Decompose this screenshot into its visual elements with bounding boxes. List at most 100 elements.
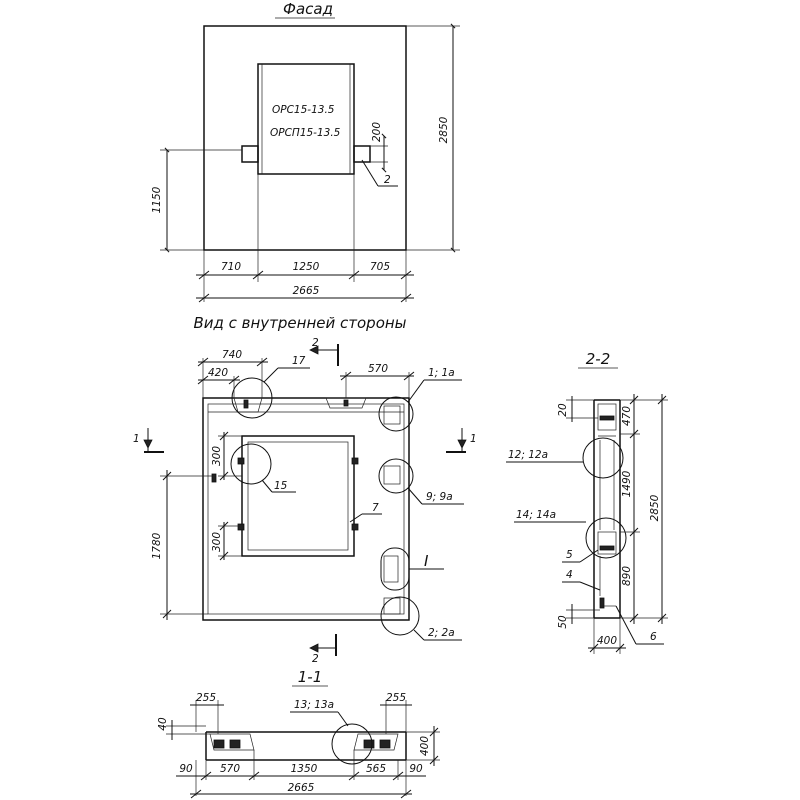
section22-tick-1 [629, 395, 639, 405]
callout-9: 9; 9а [426, 491, 453, 503]
section11-dim-text-1350: 1350 [291, 763, 318, 775]
section-2-2: 2-2 12; 12а 14; 14а 5 4 6 [506, 350, 668, 654]
callout-15: 15 [274, 480, 288, 492]
section-1-left-label: 1 [133, 433, 140, 445]
inside-tick-7 [219, 431, 229, 441]
inside-tick-4 [228, 375, 240, 385]
section11-dim-text-90-right: 90 [409, 763, 423, 775]
facade-tick-c [348, 270, 360, 280]
inside-window-inner [247, 441, 349, 551]
leader-1 [407, 379, 425, 403]
section22-bottom-anchor [599, 597, 605, 609]
inside-window [241, 435, 355, 557]
section22-tick-6 [657, 613, 667, 623]
inside-circle-15 [230, 443, 272, 485]
section-1-left-head [143, 439, 153, 449]
inside-anchor-top-1 [243, 399, 249, 409]
facade-tick-b [252, 270, 264, 280]
section11-title: 1-1 [298, 668, 323, 686]
inside-title: Вид с внутренней стороны [193, 314, 406, 332]
section-1-right-head [457, 439, 467, 449]
section22-dim-text-50: 50 [557, 615, 569, 629]
inside-dim-text-1780: 1780 [151, 532, 163, 559]
facade-tick-f [400, 293, 412, 303]
section11-right-rib [353, 733, 399, 751]
section22-circle-14 [585, 517, 627, 559]
inside-circle-17 [231, 377, 273, 419]
leader-15 [261, 479, 273, 493]
section22-dim-1490: 1490 [621, 470, 633, 497]
inside-oval-I [380, 547, 410, 591]
section22-callout-5: 5 [566, 549, 573, 561]
section11-tick-b4 [392, 771, 404, 781]
section11-left-anchor-2 [229, 739, 241, 749]
section-1-right-label: 1 [470, 433, 477, 445]
section22-tick-4 [629, 613, 639, 623]
leader-9 [407, 487, 423, 505]
callout-17: 17 [292, 355, 306, 367]
callout-1: 1; 1а [428, 367, 455, 379]
section22-tick-3 [629, 527, 639, 537]
section22-dim-2850: 2850 [649, 494, 661, 521]
inside-tick-5 [340, 371, 352, 381]
section11-tick-b2 [248, 771, 260, 781]
section11-tick-h1 [429, 727, 439, 737]
facade-callout-2: 2 [384, 174, 391, 186]
section11-right-anchor-1 [363, 739, 375, 749]
section-2-bottom-head [309, 643, 319, 653]
inside-top-rib-left [233, 397, 263, 413]
facade-tick-a [198, 270, 210, 280]
section22-top-rib [597, 403, 617, 431]
section22-tick-7 [589, 643, 599, 653]
inside-tick-8 [219, 471, 229, 481]
inside-tick-6 [403, 371, 415, 381]
section11-dim-text-2665: 2665 [288, 782, 315, 794]
facade-dim-mid: 1250 [293, 261, 320, 273]
section11-dim-text-255-left: 255 [196, 692, 216, 704]
callout-7: 7 [372, 502, 379, 514]
facade-dim-total: 2665 [293, 285, 320, 297]
section11-callout-13: 13; 13а [294, 699, 334, 711]
leader-2 [413, 629, 425, 641]
inside-tick-10 [219, 551, 229, 561]
section11-tick-h2 [429, 755, 439, 765]
inside-tick-1 [197, 357, 209, 367]
section22-leader-5 [579, 549, 599, 563]
facade-title: Фасад [283, 0, 333, 18]
inside-tick-2 [256, 357, 268, 367]
section22-callout-6: 6 [650, 631, 657, 643]
inside-right-el-1 [383, 405, 401, 425]
inside-view: Вид с внутренней стороны 17 [133, 314, 477, 665]
inside-anchor-left [211, 473, 217, 483]
facade-dim-left: 710 [221, 261, 241, 273]
facade-window-label-1: ОРС15-13.5 [272, 104, 335, 116]
section11-leader-13 [337, 711, 349, 727]
inside-circle-1 [378, 396, 414, 432]
section22-top-anchor [599, 415, 615, 421]
inside-right-el-2 [383, 465, 401, 485]
section22-dim-890: 890 [621, 566, 633, 586]
section11-tick-b1 [200, 771, 212, 781]
facade-panel [203, 25, 407, 251]
section11-dim-text-400: 400 [419, 736, 431, 756]
leader-7 [349, 513, 363, 523]
section22-callout-4: 4 [566, 569, 573, 581]
section22-callout-12: 12; 12а [508, 449, 548, 461]
inside-right-el-4 [383, 597, 401, 615]
inside-tick-11 [162, 471, 172, 481]
inside-top-rib-right [325, 397, 367, 409]
section11-dim-text-255-right: 255 [386, 692, 406, 704]
facade-anchor-dim-text: 200 [371, 122, 383, 142]
section22-tick-5 [657, 395, 667, 405]
section11-dim-text-570: 570 [220, 763, 240, 775]
facade-view: Фасад ОРС15-13.5 ОРСП15-13.5 200 2 2850 … [151, 0, 460, 303]
leader-17 [263, 367, 279, 383]
facade-height-dim-text: 2850 [438, 116, 450, 143]
inside-dim-text-300b: 300 [211, 532, 223, 552]
inside-hinge-2 [237, 523, 245, 531]
callout-2a: 2; 2а [428, 627, 455, 639]
inside-tick-9 [219, 521, 229, 531]
section11-left-anchor-1 [213, 739, 225, 749]
section-1-1: 1-1 13; 13а 255 255 40 [157, 668, 440, 799]
